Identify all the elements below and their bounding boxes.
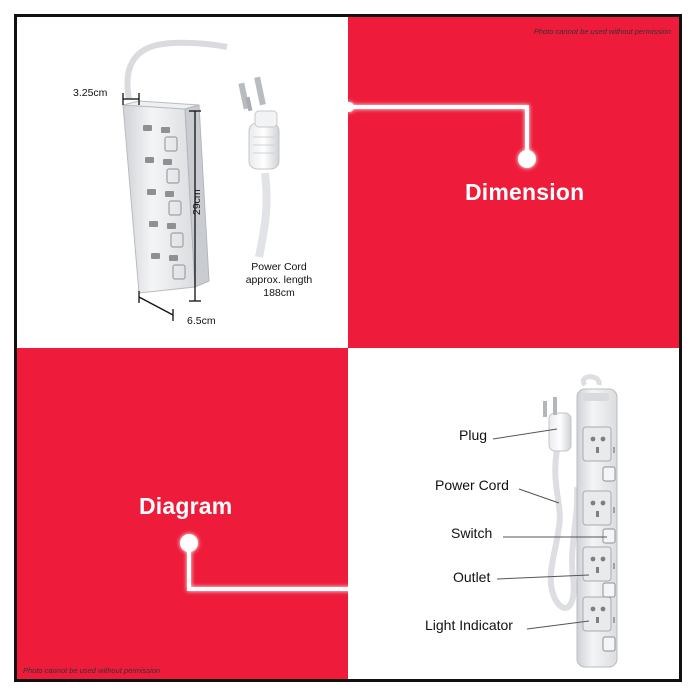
copyright-notice-top: Photo cannot be used without permission	[533, 27, 671, 36]
depth-dimension-label: 6.5cm	[187, 315, 216, 327]
part-label-power-cord: Power Cord	[435, 477, 509, 493]
diagram-title: Diagram	[139, 493, 233, 519]
diagram-connector	[180, 534, 382, 594]
width-dimension-label: 3.25cm	[73, 87, 108, 99]
height-dimension-label: 29cm	[191, 189, 203, 215]
cord-note-line-3: 188cm	[263, 287, 295, 299]
product-infographic: Photo cannot be used without permission …	[14, 14, 682, 682]
cord-note-line-2: approx. length	[245, 274, 313, 286]
part-label-outlet: Outlet	[453, 569, 491, 585]
power-strip-dimension-image	[122, 39, 280, 321]
diagram-photo-panel	[348, 348, 679, 679]
diagram-title-panel	[17, 348, 348, 679]
copyright-notice-bottom: Photo cannot be used without permission	[23, 666, 161, 675]
illustration-layer	[122, 39, 618, 668]
power-cord-length-note: Power Cord approx. length 188cm	[229, 261, 329, 300]
part-label-switch: Switch	[451, 525, 493, 541]
dimension-connector	[344, 102, 536, 168]
cord-note-line-1: Power Cord	[251, 261, 307, 273]
dimension-title: Dimension	[465, 179, 585, 205]
part-label-plug: Plug	[459, 427, 488, 443]
dimension-title-panel	[348, 17, 679, 348]
power-strip-diagram-image	[492, 374, 618, 668]
part-label-light-indicator: Light Indicator	[425, 617, 513, 633]
